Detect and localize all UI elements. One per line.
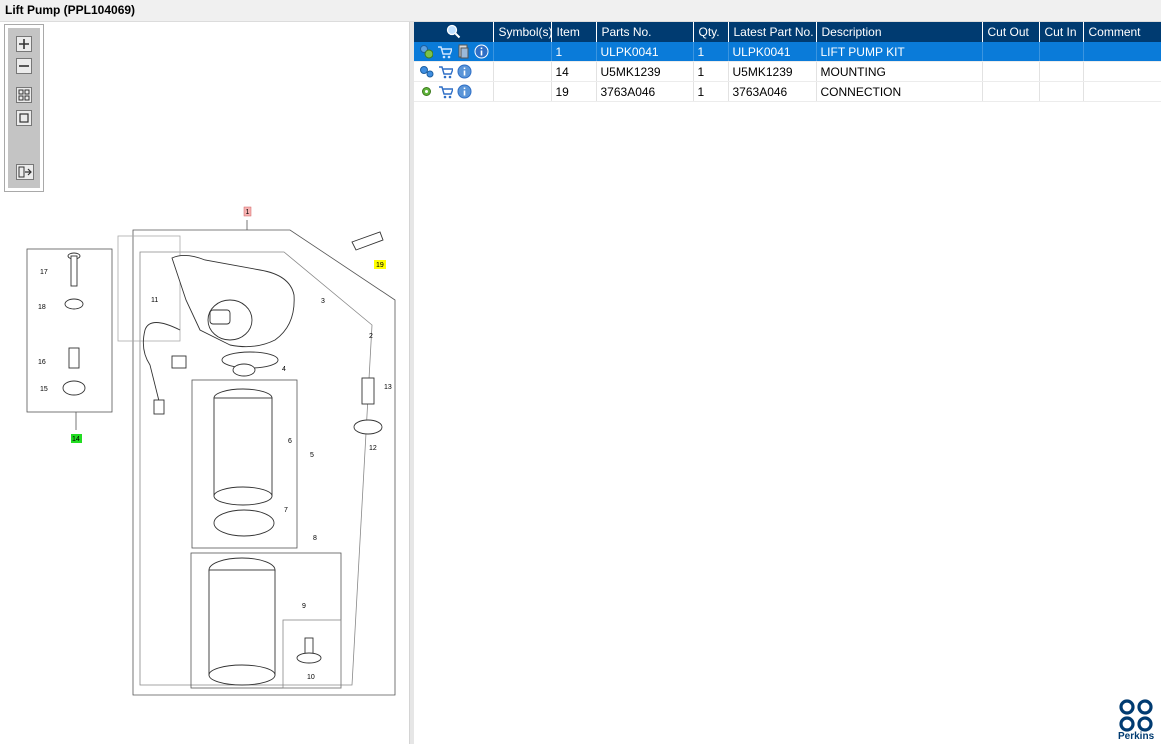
cell-parts-no: ULPK0041 [596,42,694,62]
callout-4: 4 [282,366,286,373]
window-title: Lift Pump (PPL104069) [5,3,136,17]
column-symbols[interactable]: Symbol(s) [493,22,553,42]
fit-view-button[interactable] [16,87,32,103]
cell-latest-part-no: ULPK0041 [728,42,817,62]
gears-icon[interactable] [419,64,434,79]
minus-icon [19,65,29,67]
callout-12: 12 [369,445,377,452]
callout-7: 7 [284,507,288,514]
cell-description: LIFT PUMP KIT [816,42,983,62]
cell-qty: 1 [693,61,729,82]
table-row[interactable]: 1 ULPK0041 1 ULPK0041 LIFT PUMP KIT [414,42,1161,62]
parts-table: Symbol(s) Item Parts No. Qty. Latest Par… [414,22,1161,102]
cart-icon[interactable] [438,64,453,79]
callout-14: 14 [72,436,80,443]
perkins-logo-icon [1119,699,1153,732]
cell-cut-in [1039,61,1084,82]
green-gear-icon[interactable] [419,84,434,99]
pane-splitter[interactable] [409,22,414,744]
column-description[interactable]: Description [816,22,983,42]
export-button[interactable] [16,164,34,180]
kit-gears-icon[interactable] [419,44,434,59]
callout-16: 16 [38,359,46,366]
zoom-toolbar [4,24,44,192]
callout-11: 11 [151,297,158,304]
cell-cut-out [982,81,1040,102]
column-qty[interactable]: Qty. [693,22,729,42]
cell-description: CONNECTION [816,81,983,102]
cell-comment [1083,42,1161,62]
cell-item: 19 [551,81,597,102]
callout-9: 9 [302,603,306,610]
column-latest-part-no[interactable]: Latest Part No. [728,22,817,42]
callout-5: 5 [310,452,314,459]
cell-cut-in [1039,81,1084,102]
zoom-in-button[interactable] [16,36,32,52]
callout-6: 6 [288,438,292,445]
info-icon[interactable] [457,64,472,79]
export-arrow-icon [18,166,32,178]
info-icon[interactable] [474,44,489,59]
column-parts-no[interactable]: Parts No. [596,22,694,42]
cell-latest-part-no: U5MK1239 [728,61,817,82]
table-row[interactable]: 14 U5MK1239 1 U5MK1239 MOUNTING [414,61,1161,82]
column-item[interactable]: Item [551,22,597,42]
cell-qty: 1 [693,42,729,62]
callout-17: 17 [40,269,48,276]
table-row[interactable]: 19 3763A046 1 3763A046 CONNECTION [414,81,1161,102]
callout-1: 1 [246,209,250,216]
info-icon[interactable] [457,84,472,99]
cell-symbols [493,42,552,62]
cell-description: MOUNTING [816,61,983,82]
cell-latest-part-no: 3763A046 [728,81,817,102]
row-actions [414,61,494,82]
zoom-out-button[interactable] [16,58,32,74]
table-header-row: Symbol(s) Item Parts No. Qty. Latest Par… [414,22,1161,42]
row-actions [414,81,494,102]
square-icon [19,113,29,123]
callout-8: 8 [313,535,317,542]
title-bar: Lift Pump (PPL104069) [0,0,1161,22]
row-actions [414,42,494,62]
brand-name: Perkins [1118,731,1155,742]
cell-comment [1083,61,1161,82]
cell-cut-in [1039,42,1084,62]
column-comment[interactable]: Comment [1083,22,1161,42]
callout-10: 10 [307,674,315,681]
callout-13: 13 [384,384,392,391]
cart-icon[interactable] [437,44,452,59]
cell-symbols [493,81,552,102]
cell-item: 1 [551,42,597,62]
cell-comment [1083,81,1161,102]
cell-symbols [493,61,552,82]
column-cut-out[interactable]: Cut Out [982,22,1040,42]
cell-parts-no: U5MK1239 [596,61,694,82]
parts-list-pane: Symbol(s) Item Parts No. Qty. Latest Par… [414,22,1161,744]
cell-qty: 1 [693,81,729,102]
cart-icon[interactable] [438,84,453,99]
search-column-header[interactable] [414,22,494,42]
column-cut-in[interactable]: Cut In [1039,22,1084,42]
cell-cut-out [982,42,1040,62]
callout-19: 19 [376,262,384,269]
plus-icon [19,39,29,49]
document-icon[interactable] [456,44,470,59]
actual-size-button[interactable] [16,110,32,126]
exploded-parts-diagram[interactable]: 1 2 3 4 5 6 7 8 9 10 11 12 13 14 15 16 1… [0,190,409,710]
grid-icon [18,89,30,101]
callout-15: 15 [40,386,48,393]
cell-parts-no: 3763A046 [596,81,694,102]
callout-3: 3 [321,298,325,305]
cell-cut-out [982,61,1040,82]
callout-18: 18 [38,304,46,311]
cell-item: 14 [551,61,597,82]
callout-2: 2 [369,333,373,340]
search-icon [447,24,461,38]
